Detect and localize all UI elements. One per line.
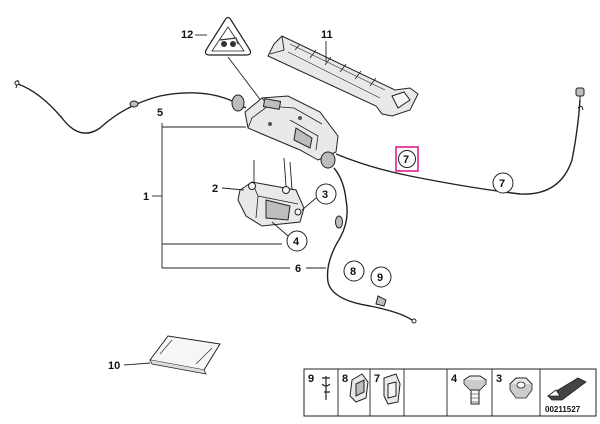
hex-nut-icon: [509, 377, 533, 399]
callout-8-badge: 8: [343, 260, 365, 282]
cable-end-fitting: [575, 87, 585, 97]
small-parts-legend: 9 8 7 4 3: [303, 368, 597, 417]
actuator-bracket[interactable]: [237, 181, 305, 227]
grease-packet[interactable]: [149, 335, 221, 375]
holder-clip-icon: [383, 373, 401, 405]
callout-2: 2: [212, 183, 218, 195]
callout-7-highlighted[interactable]: 7: [395, 146, 419, 172]
callout-7b-badge: 7: [492, 172, 514, 194]
directional-arrow-icon: [546, 377, 587, 401]
callout-3: 3: [322, 189, 328, 201]
cable-end-ball: [129, 100, 139, 108]
legend-num-7: 7: [374, 373, 380, 385]
cable-grommet-right: [320, 151, 336, 169]
parking-brake-actuator[interactable]: [244, 95, 339, 161]
legend-num-8: 8: [342, 373, 348, 385]
legend-num-9: 9: [308, 373, 314, 385]
callout-4-badge: 4: [286, 230, 308, 252]
callout-7-a: 7: [403, 154, 409, 166]
hex-bolt-icon: [463, 375, 487, 405]
callout-4: 4: [293, 236, 300, 248]
legend-num-3: 3: [496, 373, 502, 385]
callout-12: 12: [181, 29, 193, 41]
callout-7-b: 7: [499, 178, 505, 190]
callout-9: 9: [377, 272, 383, 284]
cable-clip-lower: [335, 215, 343, 229]
clip-icon: [321, 376, 331, 400]
cable-clip-icon: [349, 373, 369, 403]
callout-5: 5: [157, 107, 163, 119]
callout-1: 1: [143, 191, 149, 203]
callout-10: 10: [108, 360, 120, 372]
catalog-number: 00211527: [545, 405, 581, 414]
callout-6: 6: [295, 263, 301, 275]
emergency-release-handle[interactable]: [267, 35, 419, 117]
callout-8: 8: [350, 266, 356, 278]
callout-11: 11: [321, 29, 333, 41]
cable-grommet-left: [231, 94, 245, 112]
callout-9-badge: 9: [370, 266, 392, 288]
legend-num-4: 4: [451, 373, 458, 385]
warning-label-triangle[interactable]: [204, 16, 252, 56]
callout-3-badge: 3: [315, 183, 337, 205]
